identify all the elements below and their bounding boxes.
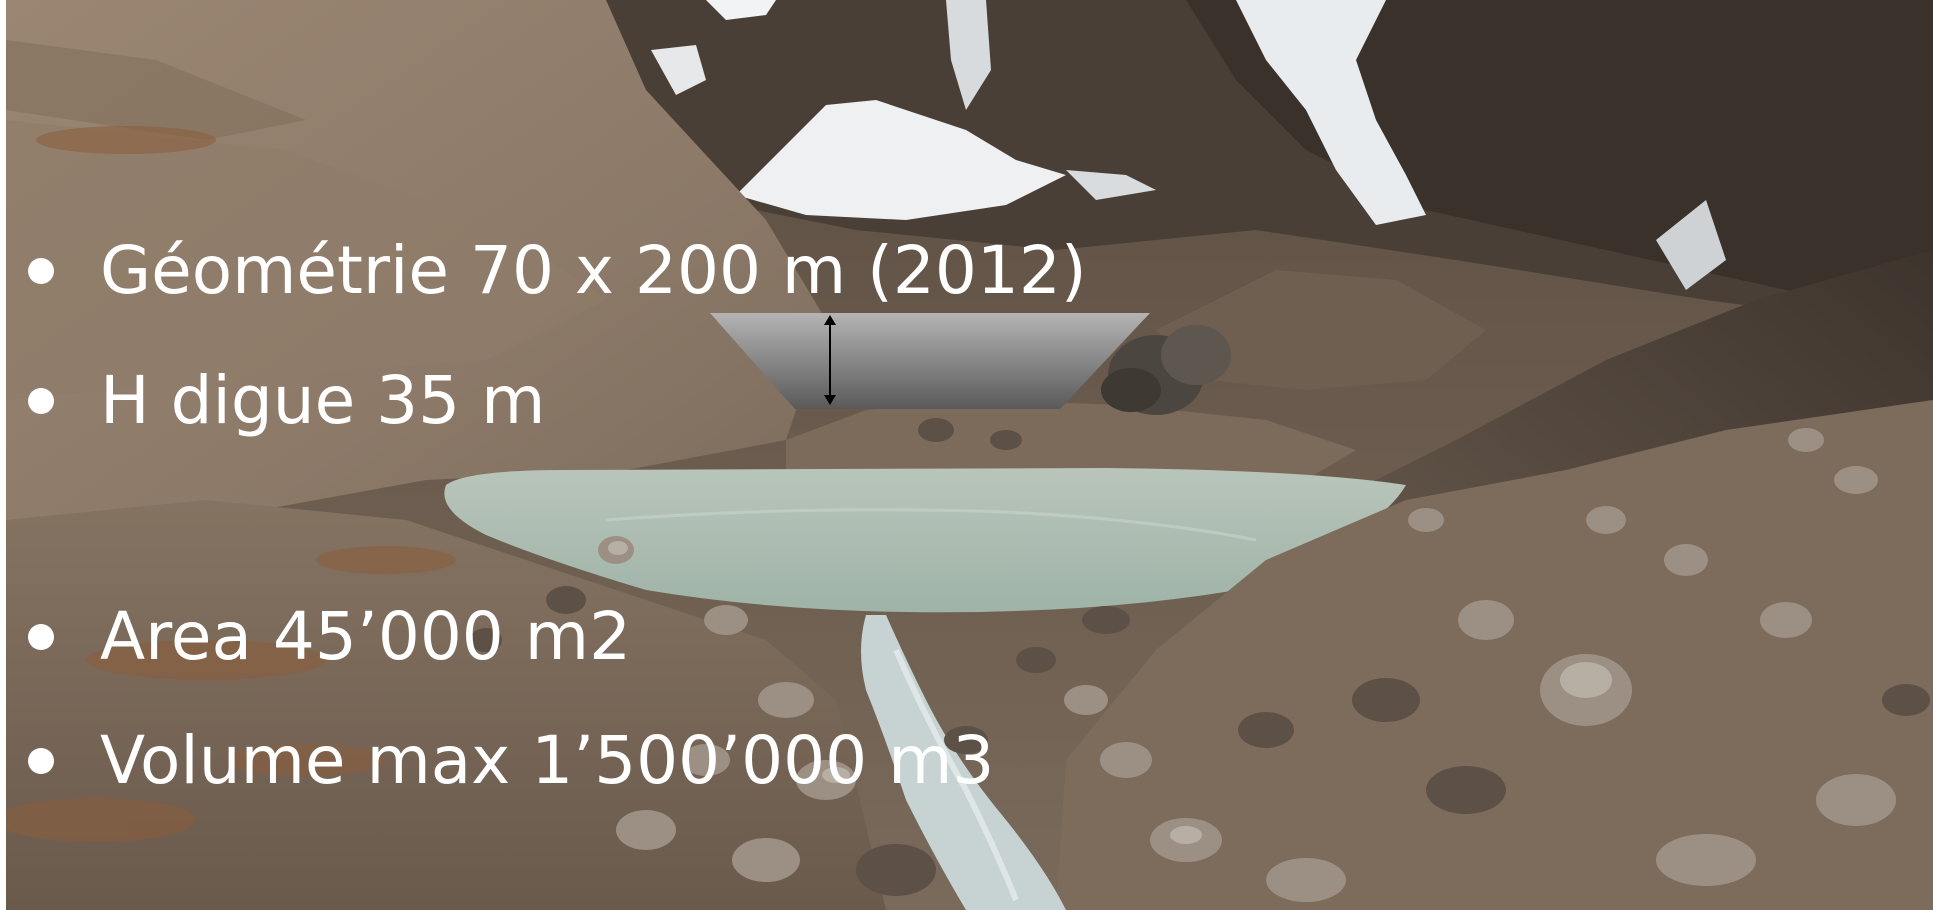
dam-cross-section-schematic [710, 313, 1150, 409]
bullet-dam-height: H digue 35 m [28, 368, 545, 434]
bullet-volume: Volume max 1’500’000 m3 [28, 728, 994, 794]
bullet-dot-icon [28, 388, 54, 414]
glacial-lake-photo [6, 0, 1933, 910]
bullet-text: Volume max 1’500’000 m3 [100, 722, 995, 799]
dam-trapezoid [710, 313, 1150, 409]
bullet-text: Géométrie 70 x 200 m (2012) [100, 232, 1087, 309]
bullet-dot-icon [28, 748, 54, 774]
bullet-dot-icon [28, 624, 54, 650]
bullet-geometry: Géométrie 70 x 200 m (2012) [28, 238, 1087, 304]
bullet-dot-icon [28, 258, 54, 284]
bullet-text: Area 45’000 m2 [100, 598, 632, 675]
bullet-area: Area 45’000 m2 [28, 604, 631, 670]
landscape-illustration [6, 0, 1933, 910]
bullet-text: H digue 35 m [100, 362, 546, 439]
height-arrow-icon [824, 315, 836, 405]
